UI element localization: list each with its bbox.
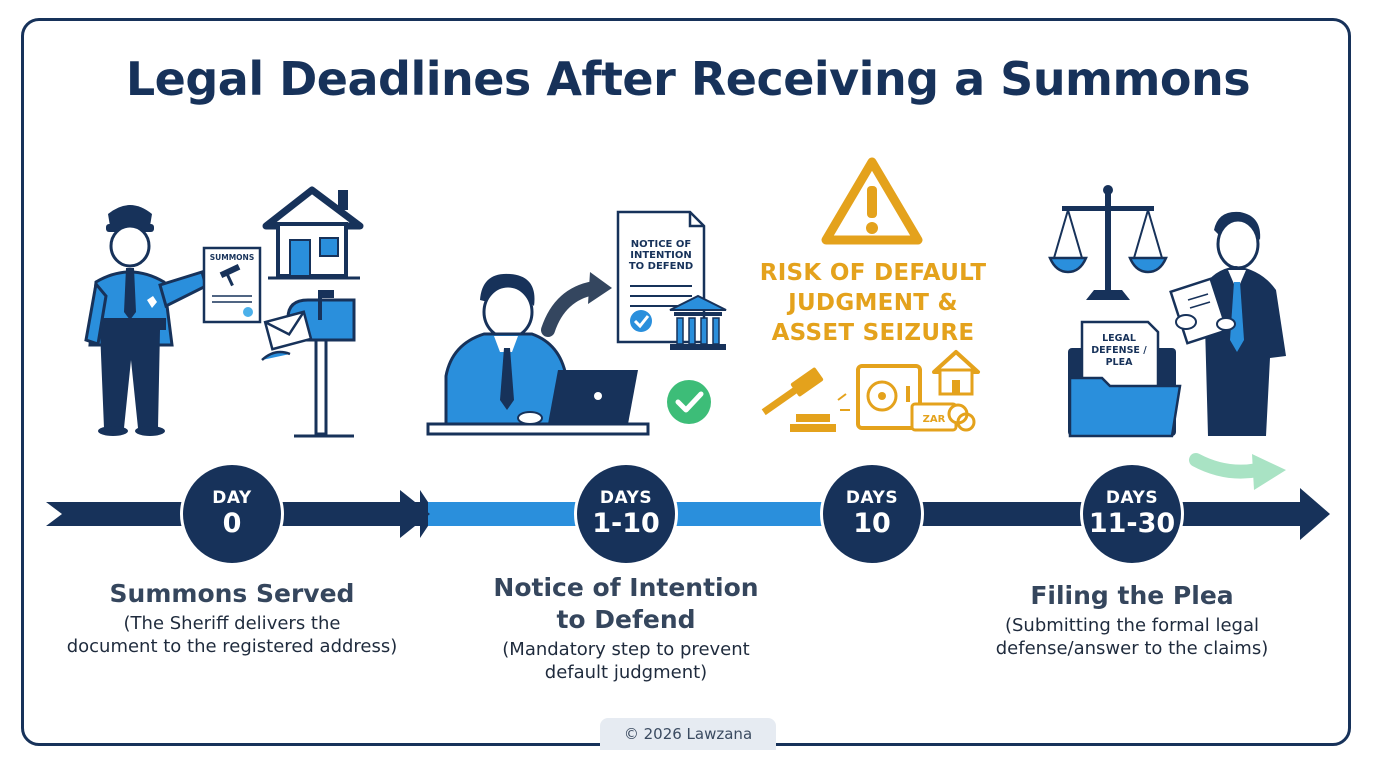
page-title: Legal Deadlines After Receiving a Summon…	[125, 52, 1251, 106]
summons-document-icon: SUMMONS	[202, 246, 262, 324]
svg-text:TO DEFEND: TO DEFEND	[629, 261, 693, 272]
person-laptop-icon	[426, 273, 650, 436]
svg-text:LEGAL: LEGAL	[1102, 333, 1136, 344]
milestone-days-11-30: DAYS 11-30	[1080, 462, 1184, 566]
safe-icon	[856, 364, 922, 430]
warning-icon	[821, 157, 923, 245]
svg-text:NOTICE OF: NOTICE OF	[631, 239, 691, 250]
green-check-icon	[667, 380, 711, 424]
copyright-footer: © 2026 Lawzana	[600, 718, 776, 750]
svg-text:PLEA: PLEA	[1106, 357, 1134, 368]
risk-warning-text: RISK OF DEFAULT JUDGMENT & ASSET SEIZURE	[759, 260, 987, 346]
curved-arrow-icon	[541, 281, 601, 337]
small-house-icon	[932, 350, 980, 396]
svg-text:SUMMONS: SUMMONS	[210, 253, 254, 262]
green-arrow-icon	[1189, 453, 1265, 479]
coins-cash-icon: ZAR	[910, 402, 976, 432]
milestone-days-1-10: DAYS 1-10	[574, 462, 678, 566]
svg-text:DEFENSE /: DEFENSE /	[1091, 345, 1147, 356]
sheriff-icon	[84, 205, 208, 436]
step-notice-of-intention: Notice of Intention to Defend (Mandatory…	[493, 573, 759, 683]
milestone-days-10: DAYS 10	[820, 462, 924, 566]
step-filing-the-plea: Filing the Plea (Submitting the formal l…	[995, 581, 1269, 659]
notice-document-icon: NOTICE OF INTENTION TO DEFEND	[616, 210, 727, 350]
lawyer-icon	[1169, 211, 1286, 436]
svg-text:INTENTION: INTENTION	[630, 250, 692, 261]
scales-of-justice-icon	[1048, 185, 1168, 300]
step-summons-served: Summons Served (The Sheriff delivers the…	[66, 579, 398, 657]
mailbox-icon	[261, 290, 356, 438]
gavel-icon	[761, 367, 850, 432]
milestone-day-0: DAY 0	[180, 462, 284, 566]
plea-folder-icon: LEGAL DEFENSE / PLEA	[1068, 320, 1182, 438]
svg-text:ZAR: ZAR	[923, 414, 946, 425]
house-icon	[262, 186, 364, 280]
